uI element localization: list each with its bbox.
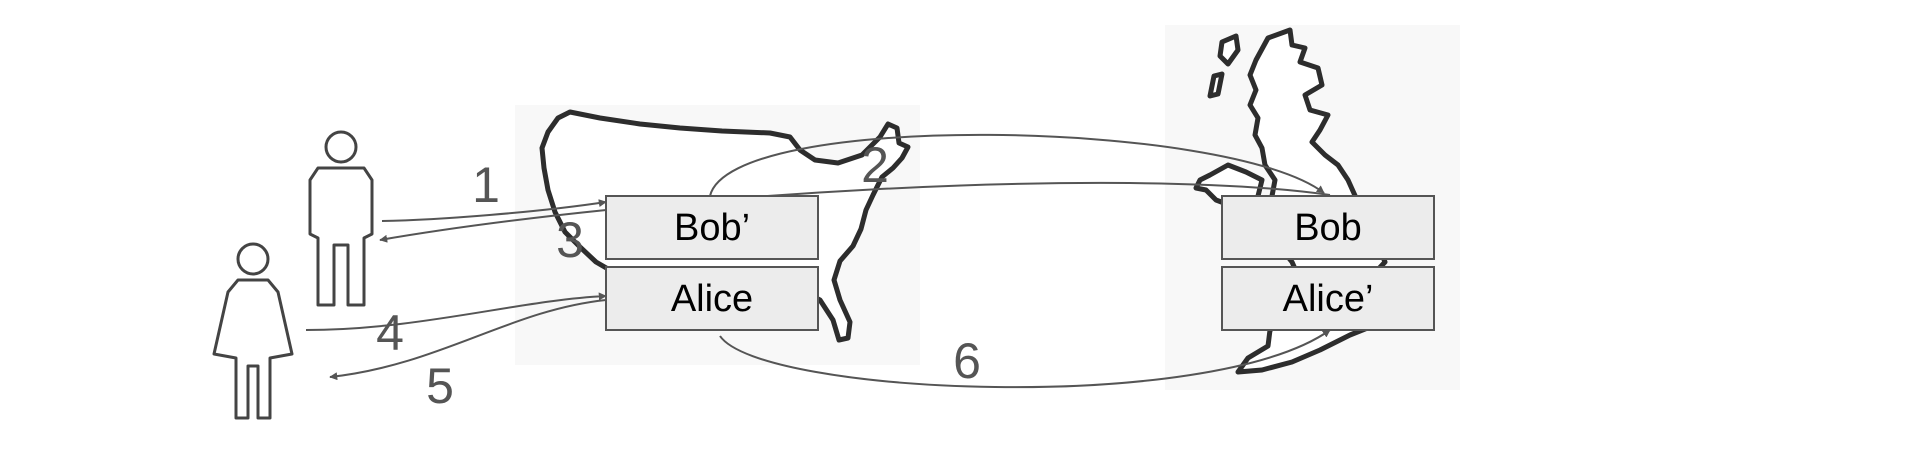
step-label-1: 1 — [472, 157, 500, 213]
step-label-3: 3 — [556, 212, 584, 268]
flows — [305, 133, 1331, 389]
flow-3 — [379, 181, 1331, 243]
box-bob: Bob — [1221, 195, 1435, 260]
flow-1 — [381, 199, 607, 222]
box-alice-prime: Alice’ — [1221, 266, 1435, 331]
box-bob-prime-label: Bob’ — [674, 207, 750, 249]
step-label-6: 6 — [953, 333, 981, 389]
flow-5 — [329, 299, 607, 381]
flow-4 — [305, 292, 607, 331]
flow-6 — [719, 329, 1331, 389]
box-alice: Alice — [605, 266, 819, 331]
step-label-4: 4 — [376, 305, 404, 361]
man-icon — [308, 130, 374, 307]
flow-2 — [709, 133, 1325, 197]
box-alice-label: Alice — [671, 278, 753, 320]
box-bob-prime: Bob’ — [605, 195, 819, 260]
woman-icon — [212, 242, 294, 420]
step-labels: 1 2 3 4 5 6 — [376, 137, 981, 414]
step-label-5: 5 — [426, 358, 454, 414]
box-bob-label: Bob — [1294, 207, 1362, 249]
box-alice-prime-label: Alice’ — [1283, 278, 1374, 320]
step-label-2: 2 — [861, 137, 889, 193]
